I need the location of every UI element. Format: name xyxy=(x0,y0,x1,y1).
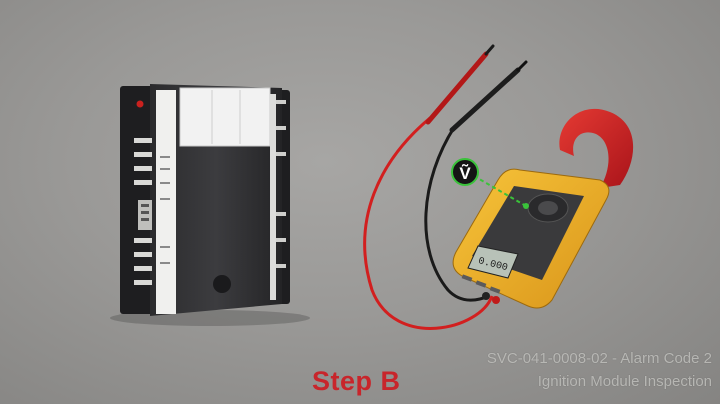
caption-code: SVC-041-0008-02 - Alarm Code 2 xyxy=(486,350,712,367)
test-lead-red xyxy=(363,44,495,330)
ignition-module-image xyxy=(110,84,310,326)
step-label: Step B xyxy=(312,366,401,396)
caption-title: Ignition Module Inspection xyxy=(537,373,712,390)
clamp-meter-image: 0.000 xyxy=(452,108,634,309)
ac-voltage-mode-icon: Ṽ xyxy=(451,158,529,209)
mode-badge-symbol: Ṽ xyxy=(459,163,471,183)
test-lead-black xyxy=(424,60,528,302)
